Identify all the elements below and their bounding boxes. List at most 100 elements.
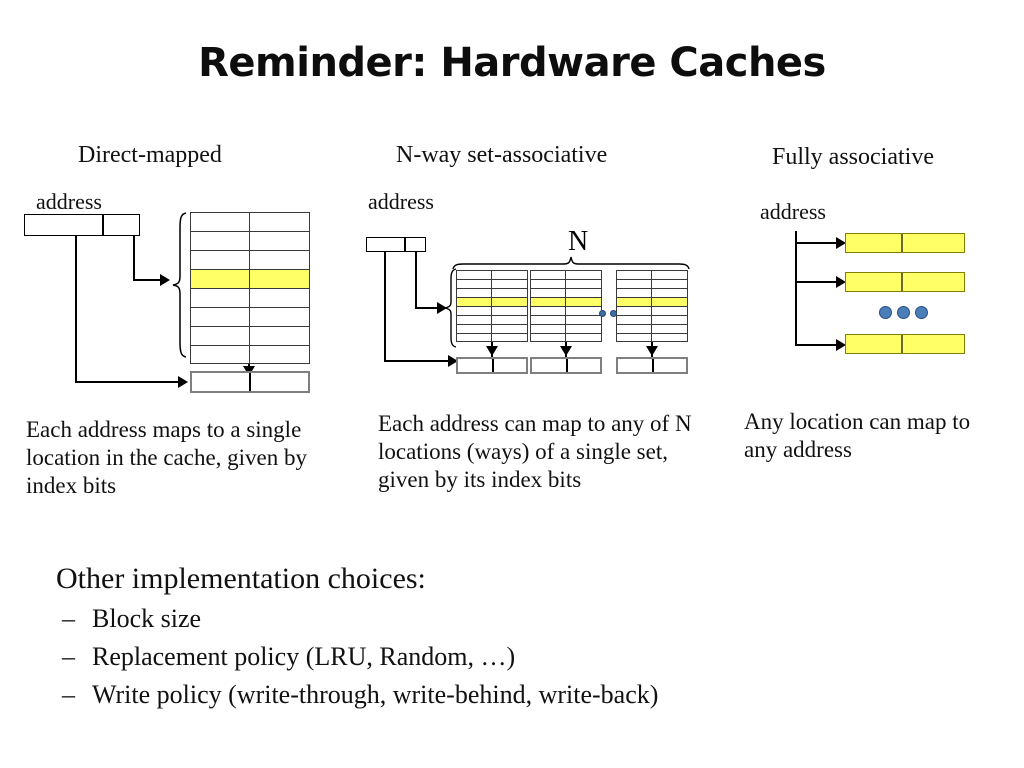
ellipsis-dot-fully-2 [897,306,910,319]
cache-row [530,315,602,324]
address-branch-3 [795,344,839,346]
cache-row-split [565,289,567,297]
cache-row-split [491,325,493,333]
cache-row-split [565,316,567,324]
output-latch-direct [190,371,310,393]
cache-line-fully-2 [845,272,965,292]
ellipsis-dot-fully-1 [879,306,892,319]
cache-row [616,324,688,333]
address-bar-nway [366,237,426,252]
implementation-choices-list: Other implementation choices: –Block siz… [56,562,986,718]
cache-row [190,345,310,364]
ellipsis-dot-fully-3 [915,306,928,319]
bullet-marker: – [62,680,75,709]
heading-n-way: N-way set-associative [396,142,608,168]
cache-row-split [651,271,653,279]
output-latch-split-direct [249,373,251,391]
cache-row-split [565,280,567,288]
cache-row-split [651,289,653,297]
data-out-arrowhead-way-n [646,346,658,356]
cache-row [616,288,688,297]
index-path-vertical [133,236,135,280]
cache-row-split [249,327,251,345]
cache-row [616,306,688,315]
cache-row [190,326,310,345]
cache-row [190,231,310,250]
cache-row [190,307,310,326]
caption-fully-associative: Any location can map to any address [744,409,971,462]
bullet-marker: – [62,642,75,671]
address-bar-split-nway [404,237,406,252]
ellipsis-dot-nway-1 [599,310,606,317]
cache-row-highlighted [456,297,528,306]
output-latch-way-2 [530,357,602,374]
ways-brace [452,256,690,270]
page-title: Reminder: Hardware Caches [198,40,826,86]
cache-line-fully-n [845,334,965,354]
address-branch-arrowhead-3 [836,339,846,351]
heading-fully-associative: Fully associative [772,144,934,170]
cache-row-split [651,334,653,341]
cache-array-direct [190,212,310,364]
heading-direct-mapped: Direct-mapped [78,142,222,168]
bullet-item: –Block size [56,604,986,634]
address-branch-2 [795,281,839,283]
cache-row-split [565,271,567,279]
cache-row-split [491,280,493,288]
bullet-label: Block size [92,604,202,633]
cache-row [530,306,602,315]
cache-row [456,270,528,279]
data-out-arrowhead-way-1 [486,346,498,356]
tag-path-vertical-nway [384,252,386,361]
bullet-item: –Write policy (write-through, write-behi… [56,680,986,710]
cache-row-split [491,307,493,315]
cache-row-split [249,251,251,269]
tag-path-vertical [75,236,77,382]
cache-row-split [249,232,251,250]
address-label-nway: address [368,189,434,214]
bullets-title: Other implementation choices: [56,562,426,595]
cache-row [530,324,602,333]
output-latch-split-way-2 [566,359,568,372]
cache-row-split [491,298,493,306]
address-bar-direct [24,214,140,236]
cache-row [190,288,310,307]
bullet-label: Replacement policy (LRU, Random, …) [92,642,516,671]
index-path-vertical-nway [415,252,417,308]
cache-row-highlighted [616,297,688,306]
cache-row [616,279,688,288]
cache-row [190,250,310,269]
address-label-fully: address [760,199,826,224]
cache-row-split [249,346,251,363]
cache-row [456,279,528,288]
index-path-horizontal-nway [415,307,438,309]
cache-row [530,288,602,297]
cache-row [190,212,310,231]
address-branch-1 [795,242,839,244]
cache-row-split [249,308,251,326]
cache-row-split [491,316,493,324]
cache-row [616,333,688,342]
caption-direct-mapped: Each address maps to a single location i… [26,417,308,498]
cache-row-split [565,334,567,341]
cache-row-split [249,289,251,307]
cache-row-highlighted [530,297,602,306]
cache-row-split [491,289,493,297]
cache-line-split-fully-n [901,335,903,353]
cache-row-split [491,271,493,279]
cache-row-split [249,270,251,288]
ellipsis-dot-nway-2 [610,310,617,317]
cache-row [616,270,688,279]
bullet-label: Write policy (write-through, write-behin… [92,680,659,709]
tag-path-arrowhead [178,376,188,388]
cache-row-split [565,307,567,315]
bullet-marker: – [62,604,75,633]
cache-array-way-n [616,270,688,342]
output-latch-split-way-n [652,359,654,372]
caption-n-way: Each address can map to any of N locatio… [378,411,692,492]
bullet-item: –Replacement policy (LRU, Random, …) [56,642,986,672]
output-latch-way-1 [456,357,528,374]
cache-row-split [249,213,251,231]
ways-count-label: N [568,226,589,257]
